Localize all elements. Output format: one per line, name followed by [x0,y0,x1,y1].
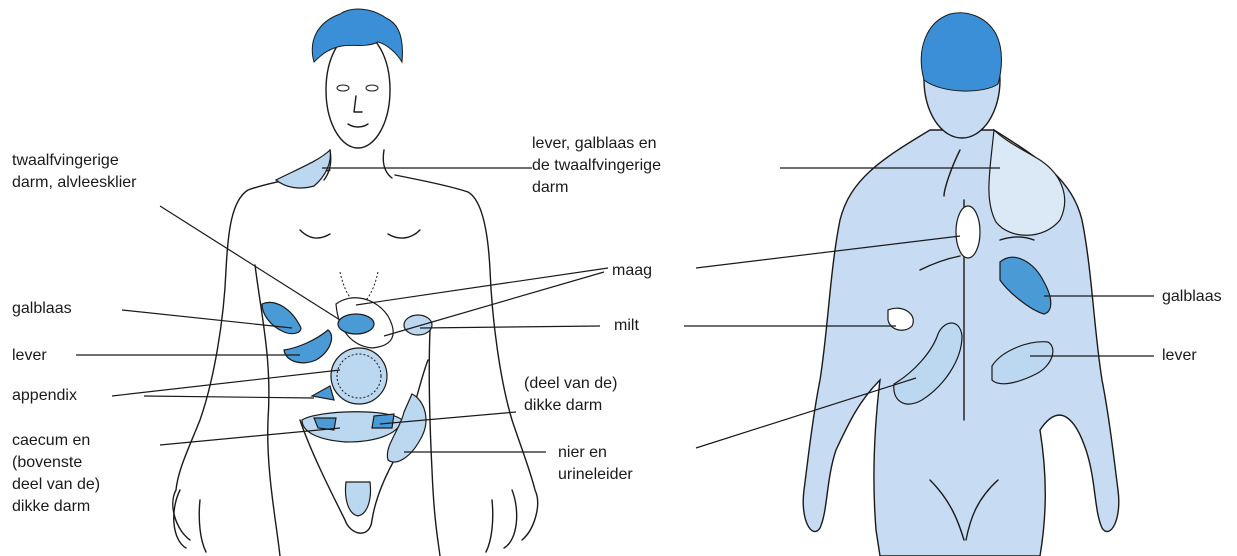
front-body-figure [173,9,538,556]
label-twaalfvingerige-darm-alvleesklier: twaalfvingerige darm, alvleesklier [12,150,136,194]
label-galblaas-back: galblaas [1162,286,1222,308]
back-hair [921,13,1001,91]
appendix-front [312,386,334,400]
liver-front [284,330,332,363]
gallbladder-front [262,302,301,333]
label-appendix: appendix [12,385,77,407]
label-dikke-darm: (deel van de) dikke darm [524,373,617,417]
spleen-front [404,315,432,335]
label-galblaas-front: galblaas [12,298,72,320]
label-lever-front: lever [12,345,47,367]
label-maag: maag [612,260,652,282]
back-body-figure [803,13,1119,556]
stomach-back [956,206,980,258]
label-caecum: caecum en (bovenste deel van de) dikke d… [12,430,100,518]
label-lever-galblaas-twaalfvingerige: lever, galblaas en de twaalfvingerige da… [532,133,661,199]
front-organs [262,298,432,462]
appendix-area-front [331,348,387,404]
shoulder-referral-area [276,150,330,188]
label-nier-urineleider: nier en urineleider [558,442,633,486]
label-milt: milt [614,315,639,337]
label-lever-back: lever [1162,345,1197,367]
duodenum-front [338,314,374,334]
